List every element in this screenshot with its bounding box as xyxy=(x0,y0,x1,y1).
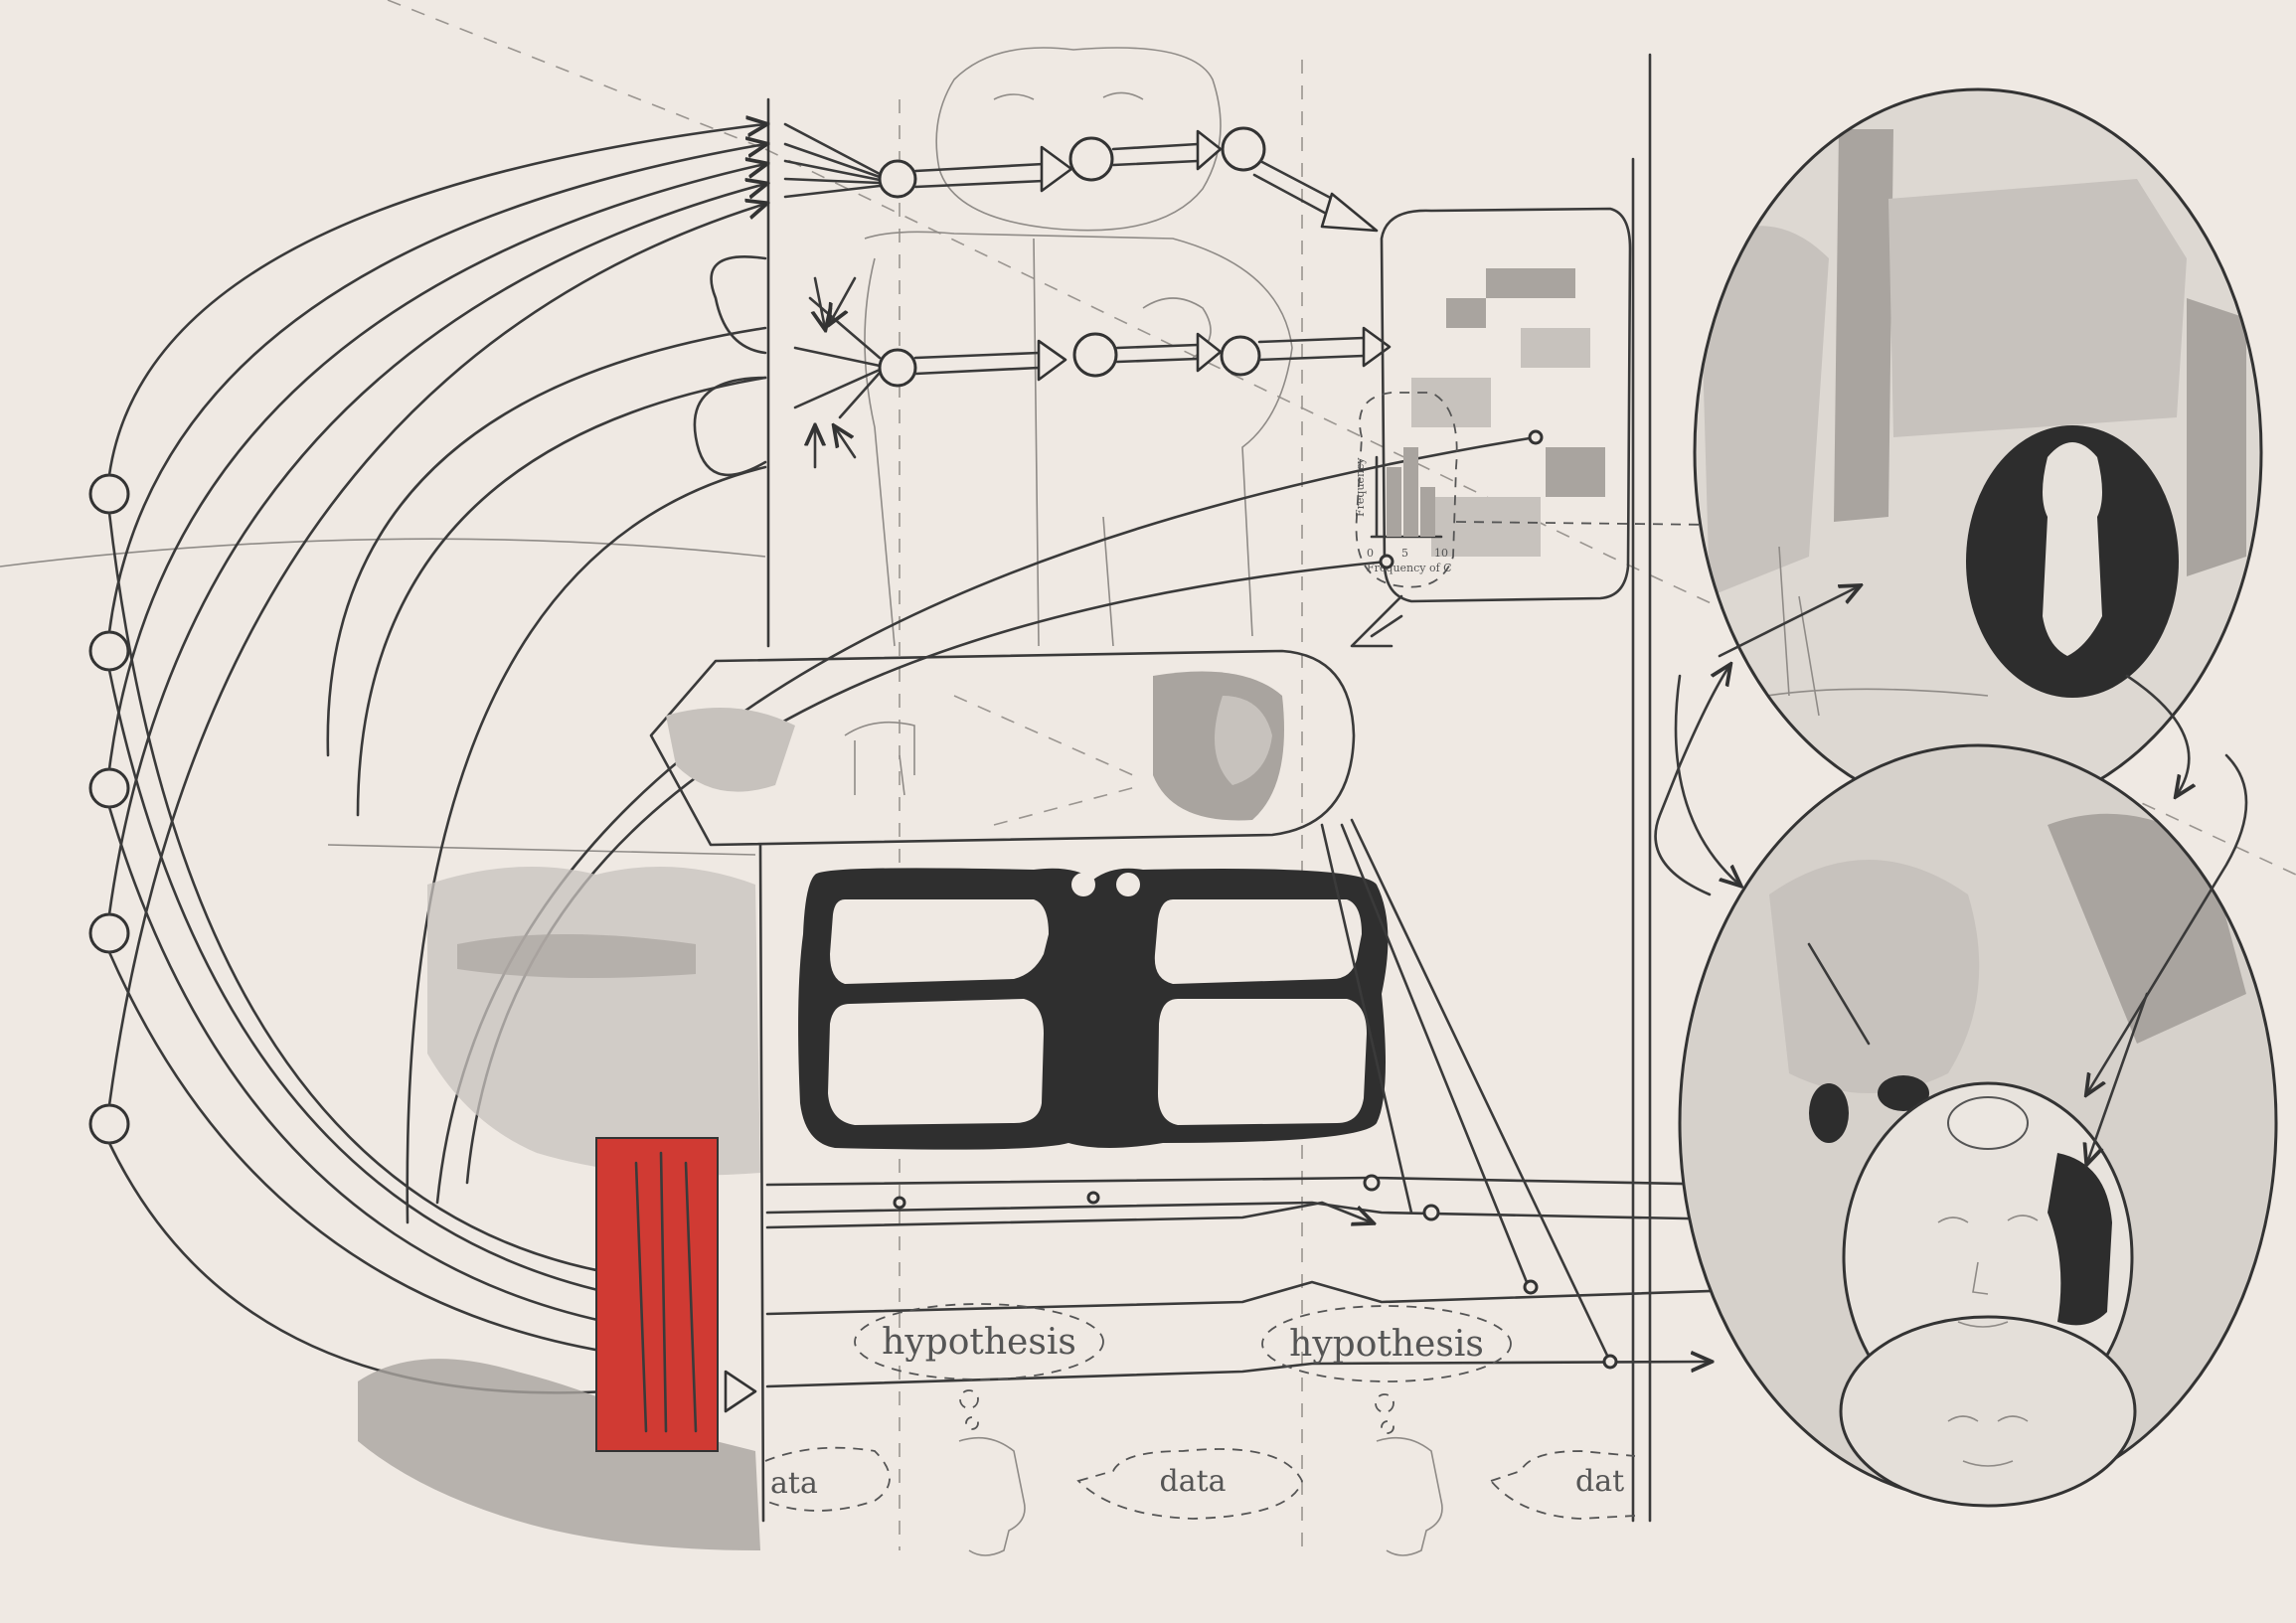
network-row-1 xyxy=(783,122,1379,233)
hypothesis-label-2: hypothesis xyxy=(1289,1324,1484,1365)
network-row-2 xyxy=(793,276,1392,469)
tag-output-arrows xyxy=(724,1370,757,1413)
hypothesis-data-labels: hypothesis hypothesis ata data dat xyxy=(764,1303,1636,1520)
faces-oval xyxy=(1678,743,2278,1508)
data-label-1: ata xyxy=(770,1466,818,1501)
histogram-tick-0: 0 xyxy=(1367,547,1374,560)
landscape-sketch xyxy=(358,867,760,1550)
thinking-head-2 xyxy=(1375,1393,1443,1556)
black-mask-shape xyxy=(798,868,1389,1150)
capsule-scene xyxy=(649,649,1356,847)
histogram-tick-10: 10 xyxy=(1434,547,1448,560)
histogram-axis-y-label: Frequency xyxy=(1354,457,1367,517)
right-side-connections xyxy=(1654,586,2248,1163)
lower-flow-lines xyxy=(765,818,1888,1388)
faint-construction-lines xyxy=(0,0,2296,1550)
data-label-2: data xyxy=(1159,1464,1226,1499)
hypothesis-label-1: hypothesis xyxy=(882,1322,1076,1363)
red-tag xyxy=(595,1137,719,1452)
street-scene-oval xyxy=(1693,87,2263,817)
histogram-tick-5: 5 xyxy=(1401,547,1408,560)
thinking-head-1 xyxy=(958,1389,1026,1556)
shaded-grid-panel: 0 5 10 Frequency of C Frequency xyxy=(1350,207,1889,648)
data-label-3: dat xyxy=(1575,1464,1624,1499)
